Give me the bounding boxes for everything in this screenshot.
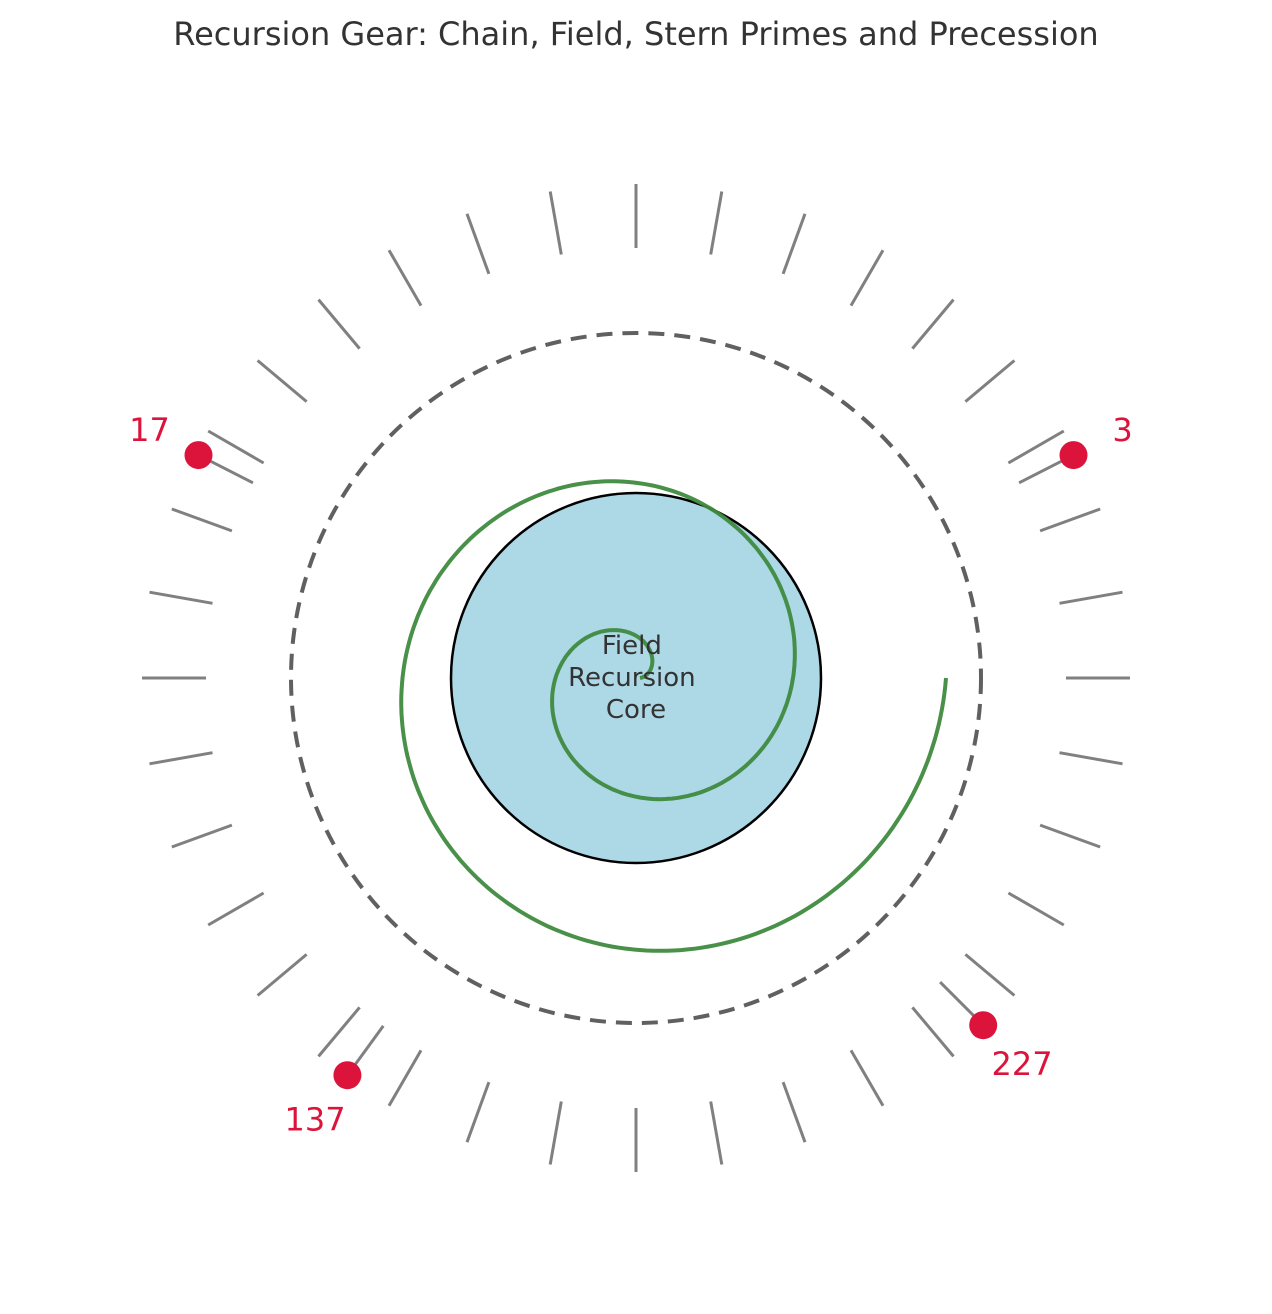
gear-tooth: [171, 507, 233, 533]
prime-marker-dot: [184, 441, 213, 470]
gear-tooth: [1059, 751, 1123, 766]
prime-marker-dot: [969, 1011, 998, 1040]
chain-spiral: [399, 479, 948, 953]
gear-tooth: [149, 751, 213, 766]
gear-tooth: [849, 249, 885, 307]
gear-tooth: [317, 298, 361, 350]
gear-tooth: [548, 191, 563, 255]
gear-tooth: [1059, 590, 1123, 605]
gear-tooth: [465, 213, 491, 275]
gear-tooth: [317, 1006, 361, 1058]
gear-tooth: [387, 249, 423, 307]
gear-tooth: [911, 298, 955, 350]
gear-tooth: [781, 1081, 807, 1143]
precession-ring: [289, 331, 983, 1025]
prime-label: 17: [129, 411, 170, 449]
gear-tooth: [465, 1081, 491, 1143]
prime-marker-dot: [1059, 441, 1088, 470]
diagram-title: Recursion Gear: Chain, Field, Stern Prim…: [173, 15, 1098, 53]
field-recursion-core: [449, 491, 823, 865]
gear-tooth: [387, 1049, 423, 1107]
core-label-line-3: Core: [606, 695, 666, 725]
prime-label: 137: [285, 1101, 346, 1139]
gear-tooth: [207, 429, 265, 465]
stern-primes: 3 17 137 227: [129, 411, 1133, 1139]
core-label: Field Recursion Core: [568, 631, 704, 725]
prime-label: 3: [1112, 411, 1132, 449]
gear-tooth: [849, 1049, 885, 1107]
gear-tooth: [709, 1101, 724, 1165]
core-label-line-1: Field: [602, 631, 662, 661]
gear-tooth: [256, 359, 308, 403]
gear-tooth: [548, 1101, 563, 1165]
gear-tooth: [1039, 507, 1101, 533]
gear-tooth: [964, 953, 1016, 997]
gear-tooth: [1007, 429, 1065, 465]
gear-tooth: [1007, 891, 1065, 927]
core-label-line-2: Recursion: [568, 663, 696, 693]
gear-tooth: [1039, 823, 1101, 849]
gear-tooth: [709, 191, 724, 255]
gear-teeth: [142, 184, 1130, 1172]
prime-label: 227: [992, 1045, 1053, 1083]
gear-tooth: [149, 590, 213, 605]
gear-tooth: [781, 213, 807, 275]
gear-tooth: [964, 359, 1016, 403]
gear-tooth: [256, 953, 308, 997]
gear-tooth: [207, 891, 265, 927]
gear-tooth: [171, 823, 233, 849]
prime-marker-dot: [333, 1061, 362, 1090]
gear-tooth: [911, 1006, 955, 1058]
